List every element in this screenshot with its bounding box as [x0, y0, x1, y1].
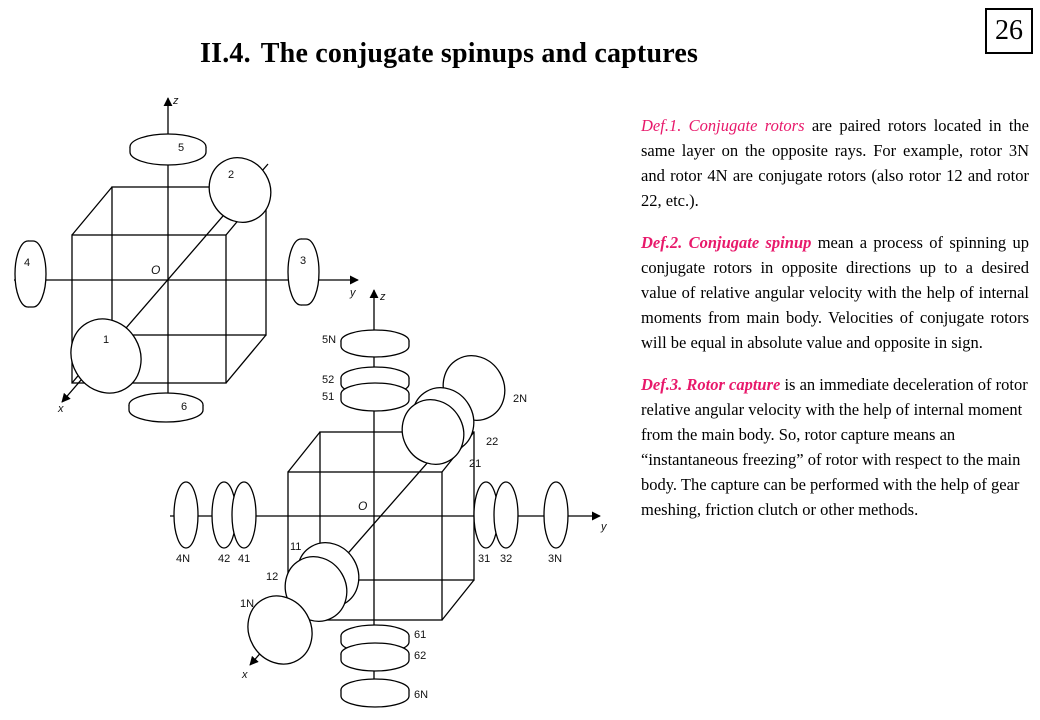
- bottom-x-label: x: [241, 669, 248, 681]
- bottom-label-51: 51: [322, 391, 334, 403]
- definition-1: Def.1. Conjugate rotors are paired rotor…: [641, 113, 1029, 213]
- bottom-label-62: 62: [414, 650, 426, 662]
- page-number-box: 26: [985, 8, 1033, 54]
- bottom-label-3N: 3N: [548, 553, 562, 565]
- definition-2: Def.2. Conjugate spinup mean a process o…: [641, 230, 1029, 355]
- bottom-label-1N: 1N: [240, 598, 254, 610]
- bottom-label-6N: 6N: [414, 689, 428, 701]
- top-cube-back-face: [111, 186, 267, 336]
- slide-title: II.4. The conjugate spinups and captures: [200, 38, 698, 70]
- bottom-label-4N: 4N: [176, 553, 190, 565]
- definition-3-head: Def.3.: [641, 375, 683, 394]
- title-text: The conjugate spinups and captures: [260, 38, 699, 69]
- top-cube-front-face: [71, 234, 227, 384]
- bottom-label-31: 31: [478, 553, 490, 565]
- bottom-diagram: [170, 289, 601, 708]
- definition-2-body: mean a process of spinning up conjugate …: [641, 233, 1030, 352]
- bottom-label-32: 32: [500, 553, 512, 565]
- bottom-cube-front-face: [287, 471, 443, 621]
- bottom-origin-label: O: [358, 499, 367, 513]
- page-number: 26: [995, 15, 1023, 46]
- bottom-label-22: 22: [486, 436, 498, 448]
- bottom-label-5N: 5N: [322, 334, 336, 346]
- top-y-label: y: [349, 287, 357, 299]
- definition-2-head: Def.2.: [641, 233, 683, 252]
- definition-1-term: Conjugate rotors: [688, 116, 805, 135]
- top-rotor-3-label: 3: [300, 255, 306, 267]
- bottom-label-41: 41: [238, 553, 250, 565]
- definitions-panel: Def.1. Conjugate rotors are paired rotor…: [641, 113, 1029, 539]
- bottom-labels: z y x O 5N 52 51 2N 22 21 4N 42 41 31 32…: [176, 291, 608, 701]
- definition-1-head: Def.1.: [641, 116, 682, 135]
- bottom-label-2N: 2N: [513, 393, 527, 405]
- top-x-label: x: [57, 403, 64, 415]
- title-number: II.4.: [200, 38, 251, 69]
- bottom-rotor-3N-disc: [543, 481, 569, 549]
- top-rotor-5-label: 5: [178, 142, 184, 154]
- bottom-rotor-32-disc: [493, 481, 519, 549]
- definition-1-body: are paired rotors located in the same la…: [641, 116, 1030, 210]
- definition-3-term: Rotor capture: [686, 375, 781, 394]
- definition-2-term: Conjugate spinup: [688, 233, 812, 252]
- bottom-label-12: 12: [266, 571, 278, 583]
- bottom-label-11: 11: [290, 541, 301, 553]
- top-labels: z y x O 5 2 3 4 1 6: [24, 95, 357, 415]
- bottom-rotor-41-disc: [231, 481, 257, 549]
- top-diagram: [14, 97, 359, 423]
- rotor-diagram: z y x O 5 2 3 4 1 6: [14, 95, 608, 708]
- bottom-rotor-21-disc: [401, 399, 465, 465]
- top-rotor-2-disc: [208, 157, 272, 223]
- top-origin-label: O: [151, 263, 160, 277]
- bottom-label-52: 52: [322, 374, 334, 386]
- top-rotor-1-disc: [70, 318, 142, 394]
- bottom-rotor-1N-disc: [247, 595, 313, 665]
- bottom-label-21: 21: [469, 458, 481, 470]
- top-rotor-2-label: 2: [228, 169, 234, 181]
- definition-3: Def.3. Rotor capture is an immediate dec…: [641, 372, 1029, 522]
- bottom-rotor-4N-disc: [173, 481, 199, 549]
- top-z-label: z: [172, 95, 179, 107]
- top-rotor-1-label: 1: [103, 334, 109, 346]
- bottom-label-61: 61: [414, 629, 426, 641]
- bottom-y-label: y: [600, 521, 608, 533]
- definition-3-body: is an immediate deceleration of rotor re…: [641, 375, 1028, 519]
- bottom-label-42: 42: [218, 553, 230, 565]
- top-rotor-4-label: 4: [24, 257, 30, 269]
- bottom-z-label: z: [379, 291, 386, 303]
- top-rotor-6-label: 6: [181, 401, 187, 413]
